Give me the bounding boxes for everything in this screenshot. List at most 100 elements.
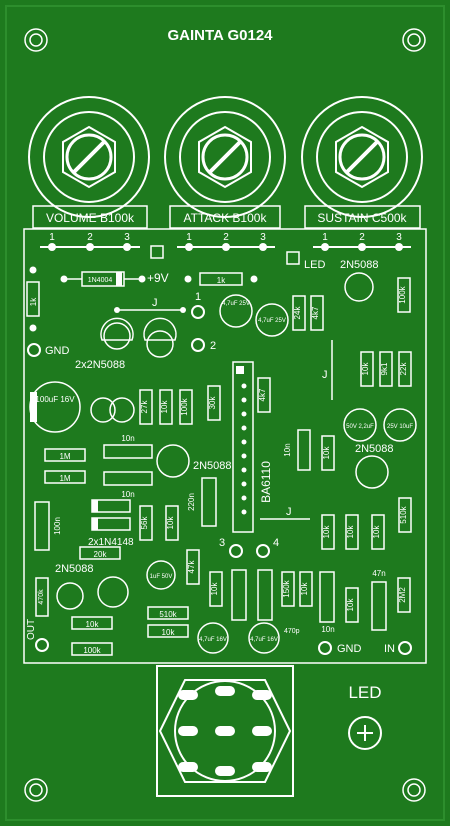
gnd-label-left: GND bbox=[45, 345, 70, 357]
resistor: 470k bbox=[35, 577, 49, 617]
svg-text:3: 3 bbox=[219, 537, 225, 549]
pad-4 bbox=[256, 544, 270, 558]
resistor: 100k bbox=[179, 389, 193, 425]
svg-text:BA6110: BA6110 bbox=[259, 461, 273, 503]
svg-text:56k: 56k bbox=[140, 516, 149, 530]
svg-text:510k: 510k bbox=[399, 505, 408, 523]
svg-text:4,7uF 25V: 4,7uF 25V bbox=[222, 301, 250, 307]
svg-text:2: 2 bbox=[359, 232, 365, 243]
pot-pins: 1 2 3 1 2 3 1 2 3 bbox=[49, 232, 402, 243]
led-label: LED bbox=[304, 259, 325, 271]
mount-hole bbox=[24, 28, 426, 802]
led-hole bbox=[348, 716, 382, 750]
svg-text:22k: 22k bbox=[399, 362, 408, 376]
jumper-label: J bbox=[286, 506, 292, 518]
resistor: 47k bbox=[186, 549, 200, 585]
diodes-label: 2x1N4148 bbox=[88, 537, 134, 548]
svg-text:100k: 100k bbox=[398, 285, 407, 303]
svg-text:10k: 10k bbox=[372, 525, 381, 539]
svg-text:10k: 10k bbox=[166, 516, 175, 530]
in-label: IN bbox=[384, 643, 395, 655]
resistor: 1M bbox=[44, 470, 86, 484]
capacitor-film: 100n bbox=[34, 501, 62, 551]
resistor: 10k bbox=[321, 514, 335, 550]
resistor: 10k bbox=[345, 514, 359, 550]
svg-text:10k: 10k bbox=[210, 582, 219, 596]
capacitor-film: 10n bbox=[103, 434, 153, 459]
resistor: 20k bbox=[79, 546, 121, 560]
resistor: 510k bbox=[398, 497, 412, 533]
svg-text:4,7uF 16V: 4,7uF 16V bbox=[250, 637, 278, 643]
svg-text:2: 2 bbox=[87, 232, 93, 243]
svg-text:4: 4 bbox=[273, 537, 279, 549]
svg-text:10k: 10k bbox=[160, 400, 169, 414]
svg-text:2M2: 2M2 bbox=[398, 587, 407, 603]
svg-text:470p: 470p bbox=[284, 628, 300, 635]
resistor: 510k bbox=[147, 606, 189, 620]
capacitor-electrolytic: 4,7uF 25V bbox=[255, 303, 289, 337]
capacitor-film: 220n bbox=[187, 477, 217, 527]
svg-text:47n: 47n bbox=[372, 569, 385, 578]
svg-text:510k: 510k bbox=[159, 610, 177, 619]
resistor: 100k bbox=[71, 642, 113, 656]
resistor: 1k bbox=[184, 272, 258, 286]
transistor bbox=[143, 317, 177, 358]
pot-label-sustain: SUSTAIN C500k bbox=[317, 211, 407, 225]
jumper-label: J bbox=[152, 297, 158, 309]
capacitor-film bbox=[231, 569, 247, 621]
jumper-label: J bbox=[322, 369, 328, 381]
svg-text:50V 2,2uF: 50V 2,2uF bbox=[346, 424, 374, 430]
svg-text:4k7: 4k7 bbox=[258, 388, 267, 401]
svg-text:10k: 10k bbox=[346, 525, 355, 539]
board-title: GAINTA G0124 bbox=[167, 27, 273, 44]
svg-text:10k: 10k bbox=[300, 582, 309, 596]
svg-text:10k: 10k bbox=[86, 620, 100, 629]
pad-2 bbox=[191, 338, 205, 352]
svg-text:4,7uF 16V: 4,7uF 16V bbox=[199, 637, 227, 643]
capacitor-electrolytic: 1uF 50V bbox=[146, 560, 176, 590]
svg-text:100k: 100k bbox=[83, 646, 101, 655]
capacitor-film: 10n bbox=[283, 429, 311, 471]
ic-ba6110: BA6110 bbox=[232, 361, 273, 533]
svg-text:1: 1 bbox=[195, 291, 201, 303]
pad-1 bbox=[191, 305, 205, 319]
svg-text:150k: 150k bbox=[282, 579, 291, 597]
svg-text:100n: 100n bbox=[53, 517, 62, 535]
svg-text:1M: 1M bbox=[59, 452, 70, 461]
transistor-label: 2N5088 bbox=[55, 563, 94, 575]
resistor: 1k bbox=[26, 266, 40, 332]
transistor-label: 2N5088 bbox=[193, 460, 232, 472]
transistor bbox=[100, 317, 134, 350]
capacitor-electrolytic: 100uF 16V bbox=[29, 381, 81, 433]
gnd-pad bbox=[318, 641, 332, 655]
transistor bbox=[156, 444, 190, 478]
svg-text:10n: 10n bbox=[121, 490, 134, 499]
resistor: 27k bbox=[139, 389, 153, 425]
footswitch bbox=[156, 665, 294, 797]
capacitor-film bbox=[257, 569, 273, 621]
svg-text:1: 1 bbox=[186, 232, 192, 243]
svg-text:1k: 1k bbox=[29, 297, 38, 306]
svg-text:1: 1 bbox=[49, 232, 55, 243]
resistor: 10k bbox=[299, 571, 313, 607]
svg-text:4k7: 4k7 bbox=[311, 306, 320, 319]
resistor: 4k7 bbox=[257, 377, 271, 413]
resistor: 10k bbox=[345, 587, 359, 623]
capacitor-electrolytic: 4,7uF 16V bbox=[248, 622, 280, 654]
svg-text:30k: 30k bbox=[208, 396, 217, 410]
svg-text:100k: 100k bbox=[180, 397, 189, 415]
resistor: 100k bbox=[397, 277, 411, 313]
resistor: 10k bbox=[159, 389, 173, 425]
svg-text:1: 1 bbox=[322, 232, 328, 243]
svg-text:27k: 27k bbox=[140, 400, 149, 414]
gnd-pad bbox=[27, 343, 41, 357]
resistor: 10k bbox=[371, 514, 385, 550]
pad-3 bbox=[229, 544, 243, 558]
resistor: 2M2 bbox=[397, 577, 411, 613]
pot-label-attack: ATTACK B100k bbox=[184, 211, 268, 225]
svg-text:2: 2 bbox=[223, 232, 229, 243]
svg-text:10n: 10n bbox=[321, 625, 334, 634]
transistor bbox=[355, 455, 389, 489]
svg-text:10n: 10n bbox=[283, 443, 292, 456]
diode bbox=[91, 499, 131, 513]
